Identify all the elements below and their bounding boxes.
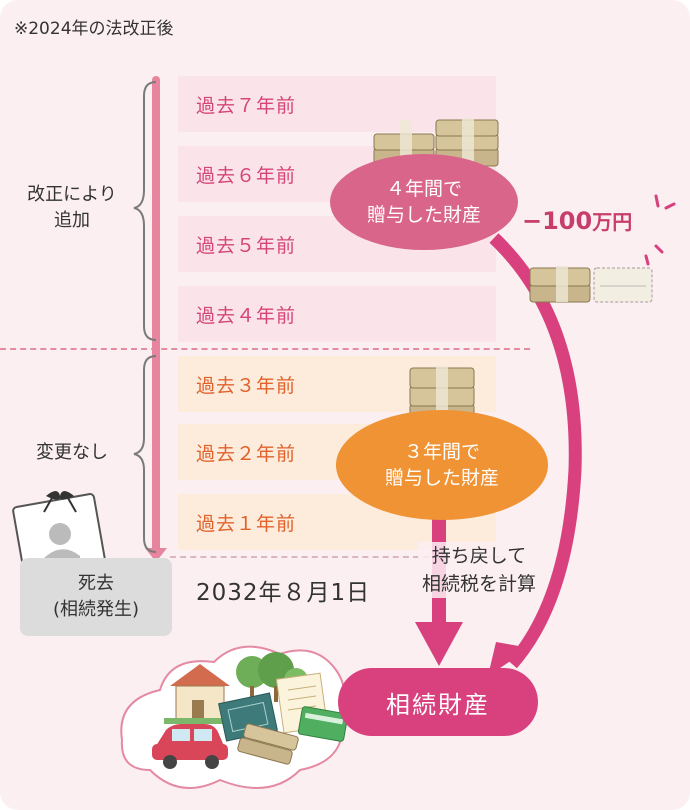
four-year-gift-line2: 贈与した財産 xyxy=(366,204,481,226)
three-year-gift-line1: ３年間で xyxy=(403,441,480,463)
four-year-gift-bubble: ４年間で 贈与した財産 xyxy=(330,154,518,250)
death-label: 死去 xyxy=(77,573,114,594)
death-box: 死去 (相続発生) xyxy=(20,558,172,636)
calculation-note-line2: 相続税を計算 xyxy=(422,573,537,595)
deduction-minus: − xyxy=(522,207,543,235)
four-year-gift-line1: ４年間で xyxy=(385,178,462,200)
four-year-arrowhead xyxy=(488,642,530,676)
timeline-bar xyxy=(152,76,160,556)
unchanged-brace xyxy=(133,355,157,553)
car-icon xyxy=(152,724,228,769)
sparkle-icon xyxy=(644,194,676,266)
unchanged-label: 変更なし xyxy=(36,442,108,463)
group-separator-line xyxy=(0,348,530,350)
death-date-line xyxy=(170,556,500,558)
deduction-unit: 万円 xyxy=(592,210,633,234)
bank-passbook-icon xyxy=(297,706,349,742)
year-row-4: 過去４年前 xyxy=(178,286,496,342)
three-year-arrowhead xyxy=(415,622,463,666)
calculation-note-line1: 持ち戻して xyxy=(431,545,527,567)
three-year-gift-bubble: ３年間で 贈与した財産 xyxy=(336,410,548,520)
money-bundle-icon xyxy=(529,266,653,303)
money-bundle-icon xyxy=(237,723,299,765)
calculation-note: 持ち戻して 相続税を計算 xyxy=(418,542,541,598)
three-year-gift-line2: 贈与した財産 xyxy=(384,467,499,489)
death-date: 2032年８月1日 xyxy=(196,580,371,606)
inheritance-occurrence-label: (相続発生) xyxy=(52,599,140,620)
deduction-label: −100万円 xyxy=(522,206,632,235)
inherited-estate-label: 相続財産 xyxy=(338,668,538,736)
deduction-amount: 100 xyxy=(542,207,593,235)
house-icon xyxy=(164,664,234,724)
law-revision-note: ※2024年の法改正後 xyxy=(14,19,174,39)
added-label-line1: 改正により xyxy=(27,184,117,205)
added-brace xyxy=(133,81,157,341)
added-label-line2: 追加 xyxy=(54,210,90,231)
added-by-revision-label: 改正により 追加 xyxy=(12,182,132,234)
